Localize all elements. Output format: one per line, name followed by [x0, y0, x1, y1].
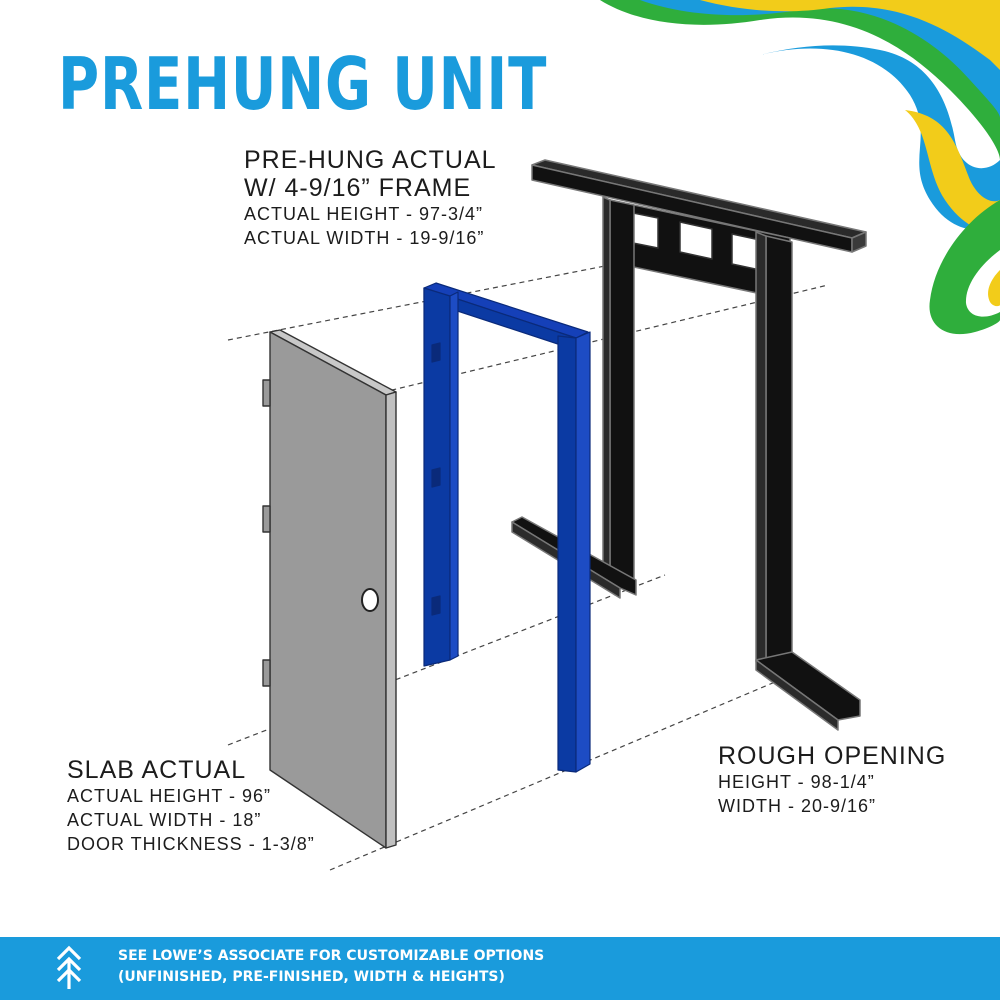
rough-opening-label: ROUGH OPENING HEIGHT - 98-1/4” WIDTH - 2…: [718, 742, 946, 818]
slab-thickness: DOOR THICKNESS - 1-3/8”: [67, 834, 315, 854]
prehung-actual-label: PRE-HUNG ACTUAL W/ 4-9/16” FRAME ACTUAL …: [244, 146, 497, 250]
prehung-heading: PRE-HUNG ACTUAL: [244, 146, 497, 174]
door-slab: [262, 329, 397, 849]
footer-banner: SEE LOWE’S ASSOCIATE FOR CUSTOMIZABLE OP…: [0, 937, 1000, 1000]
prehung-jamb: [423, 282, 591, 773]
rough-opening-width: WIDTH - 20-9/16”: [718, 796, 877, 816]
prehung-height: ACTUAL HEIGHT - 97-3/4”: [244, 204, 484, 224]
footer-line-1: SEE LOWE’S ASSOCIATE FOR CUSTOMIZABLE OP…: [118, 948, 545, 964]
prehung-width: ACTUAL WIDTH - 19-9/16”: [244, 228, 485, 248]
rough-opening-framing: [511, 159, 867, 731]
arrow-tree-icon: [54, 945, 84, 996]
slab-width: ACTUAL WIDTH - 18”: [67, 810, 262, 830]
slab-heading: SLAB ACTUAL: [67, 756, 247, 784]
prehung-frame-heading: W/ 4-9/16” FRAME: [244, 174, 472, 202]
footer-line-2: (UNFINISHED, PRE-FINISHED, WIDTH & HEIGH…: [118, 969, 505, 985]
page-title: PREHUNG UNIT: [58, 42, 548, 126]
slab-height: ACTUAL HEIGHT - 96”: [67, 786, 272, 806]
rough-opening-heading: ROUGH OPENING: [718, 742, 947, 770]
rough-opening-height: HEIGHT - 98-1/4”: [718, 772, 875, 792]
slab-actual-label: SLAB ACTUAL ACTUAL HEIGHT - 96” ACTUAL W…: [67, 756, 315, 856]
